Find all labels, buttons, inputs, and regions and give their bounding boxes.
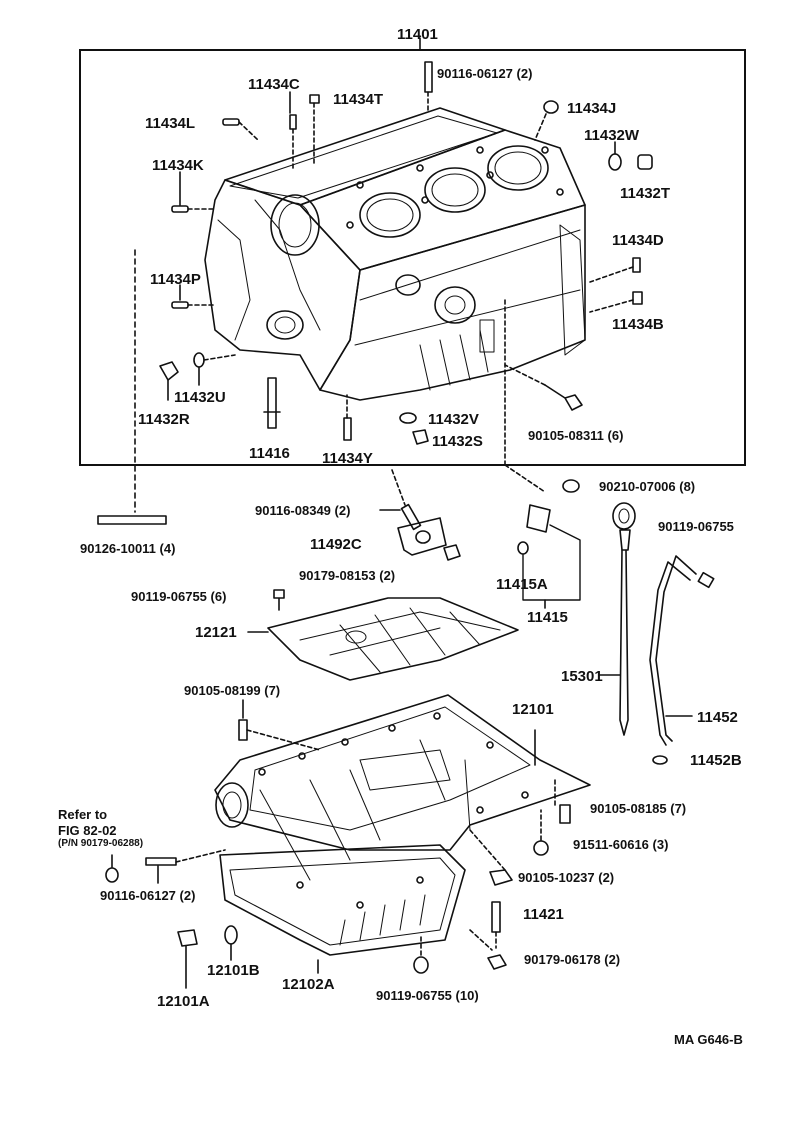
label-11432R: 11432R [138,411,190,428]
label-11434K: 11434K [152,157,204,174]
part-11415A [517,541,529,555]
label-11452B: 11452B [690,752,742,769]
label-11434D: 11434D [612,232,664,249]
plate-11492C [397,517,447,556]
pin-11434B [632,291,643,305]
nut-90119-06755-10 [413,956,429,974]
label-90105-08311: 90105-08311 (6) [528,428,624,443]
stud-90116-06127-bottom [145,857,177,866]
label-11416: 11416 [249,445,290,462]
label-12102A: 12102A [282,976,335,993]
tube-11415 [526,504,551,533]
label-90179-06178: 90179-06178 (2) [524,952,621,967]
bolt-90105-08311 [544,384,583,411]
stud-11416 [267,377,277,429]
label-90119-06755-right: 90119-06755 [658,519,734,534]
label-11434P: 11434P [150,271,201,288]
label-11432T: 11432T [620,185,671,202]
label-12121: 12121 [195,624,237,641]
nut-91511-60616 [533,840,549,856]
plug-11432S [412,429,429,445]
figure-code-label: MA G646-B [674,1032,743,1047]
nut-90179-08153 [443,544,461,561]
washer-90210-07006 [562,479,580,493]
label-11415: 11415 [527,609,568,626]
label-90116-06127-top: 90116-06127 (2) [437,66,533,81]
label-11434L: 11434L [145,115,196,132]
label-91511-60616: 91511-60616 (3) [573,837,669,852]
oil-pan-no2-12102A [219,844,466,956]
stud-11421 [491,901,501,933]
plug-11434J [543,100,559,114]
label-15301: 15301 [561,668,603,685]
label-11434T: 11434T [333,91,384,108]
label-11415A: 11415A [496,576,548,593]
plug-90179-06288 [105,867,119,883]
plug-12101A [177,929,198,947]
label-12101B: 12101B [207,962,260,979]
bolt-90105-10237 [489,869,513,886]
label-11434J: 11434J [567,100,617,117]
stud-90116-08349 [400,503,422,531]
label-90119-06755-6: 90119-06755 (6) [131,589,227,604]
label-11432V: 11432V [428,411,479,428]
label-11434B: 11434B [612,316,664,333]
bolt-90105-08199 [238,719,248,741]
plug-11432V [399,412,417,424]
label-90179-08153: 90179-08153 (2) [299,568,396,583]
label-90105-08185: 90105-08185 (7) [590,801,687,816]
label-90116-06127-bottom: 90116-06127 (2) [100,888,196,903]
label-90105-08199: 90105-08199 (7) [184,683,281,698]
ring-11452B [652,755,668,765]
bolt-90119-06755-6 [273,589,285,611]
label-12101A: 12101A [157,993,210,1010]
group-number-label: 11401 [397,26,438,43]
label-11434Y: 11434Y [322,450,373,467]
dipstick-guide-11452 [649,555,715,746]
pin-11434D [632,257,641,273]
label-90116-08349: 90116-08349 (2) [255,503,351,518]
plug-11432T [637,154,653,170]
label-12101: 12101 [512,701,554,718]
oil-pan-no1-12101 [214,694,591,881]
label-11452: 11452 [697,709,738,726]
label-11421: 11421 [523,906,564,923]
label-90119-06755-10: 90119-06755 (10) [376,988,479,1003]
label-90210-07006: 90210-07006 (8) [599,479,696,494]
label-11432U: 11432U [174,389,226,406]
baffle-plate-12121 [267,597,519,681]
label-11432S: 11432S [432,433,483,450]
label-90126-10011: 90126-10011 (4) [80,541,176,556]
stud-90126-10011 [97,515,167,525]
plug-11432R [159,361,179,381]
label-11432W: 11432W [584,127,640,144]
cylinder-block [204,107,586,401]
block-group-frame [79,49,746,466]
label-11434C: 11434C [248,76,300,93]
label-11492C: 11492C [310,536,362,553]
refer-to-label: Refer to [58,807,108,822]
bolt-90105-08185 [559,804,571,824]
refer-pn-label: (P/N 90179-06288) [58,838,144,849]
label-90105-10237: 90105-10237 (2) [518,870,615,885]
dipstick-15301 [612,502,636,736]
nut-90179-06178 [487,954,507,970]
refer-fig-label: FIG 82-02 [58,823,117,838]
gasket-12101B [224,925,238,945]
